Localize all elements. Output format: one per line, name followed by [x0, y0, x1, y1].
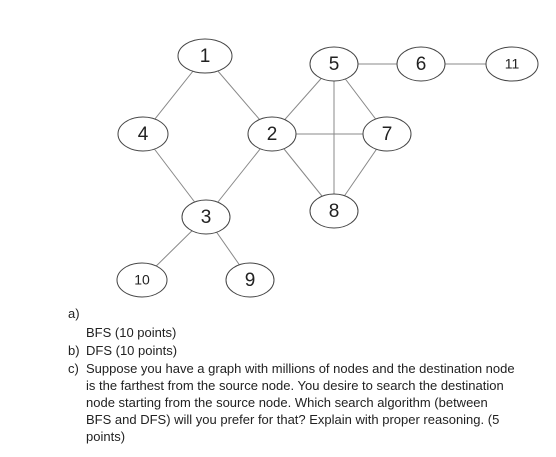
node-4: 4	[117, 116, 169, 152]
node-8: 8	[309, 193, 359, 229]
node-5-label: 5	[329, 54, 340, 75]
node-2-circle	[247, 116, 297, 152]
node-9-label: 9	[245, 270, 256, 291]
node-4-label: 4	[138, 124, 149, 145]
node-1: 1	[177, 38, 233, 74]
question-b-text: DFS (10 points)	[86, 343, 178, 358]
node-10-circle	[116, 262, 168, 298]
node-11-label: 11	[505, 56, 520, 72]
node-9-circle	[225, 262, 275, 298]
node-6-circle	[396, 46, 446, 82]
question-c-label: c)	[68, 361, 79, 376]
node-3: 3	[181, 199, 231, 235]
node-8-circle	[309, 193, 359, 229]
question-c-text: Suppose you have a graph with millions o…	[86, 361, 515, 444]
node-1-circle	[177, 38, 233, 74]
node-5-circle	[309, 46, 359, 82]
node-6-label: 6	[416, 54, 427, 75]
node-6: 6	[396, 46, 446, 82]
node-9: 9	[225, 262, 275, 298]
node-8-label: 8	[329, 201, 340, 222]
node-10-label: 10	[134, 272, 150, 288]
node-5: 5	[309, 46, 359, 82]
graph-diagram: 1 4 2 3 10 9 5 6 11 7 8	[116, 38, 539, 298]
question-a-label: a)	[68, 306, 80, 321]
node-10: 10	[116, 262, 168, 298]
node-3-circle	[181, 199, 231, 235]
node-7: 7	[362, 116, 412, 152]
node-11-circle	[485, 46, 539, 82]
node-2-label: 2	[267, 124, 278, 145]
question-a-text: BFS (10 points)	[86, 325, 177, 340]
node-1-label: 1	[200, 46, 211, 67]
node-4-circle	[117, 116, 169, 152]
node-7-circle	[362, 116, 412, 152]
node-11: 11	[485, 46, 539, 82]
node-2: 2	[247, 116, 297, 152]
node-3-label: 3	[201, 207, 212, 228]
question-b-label: b)	[68, 343, 80, 358]
node-7-label: 7	[382, 124, 393, 145]
